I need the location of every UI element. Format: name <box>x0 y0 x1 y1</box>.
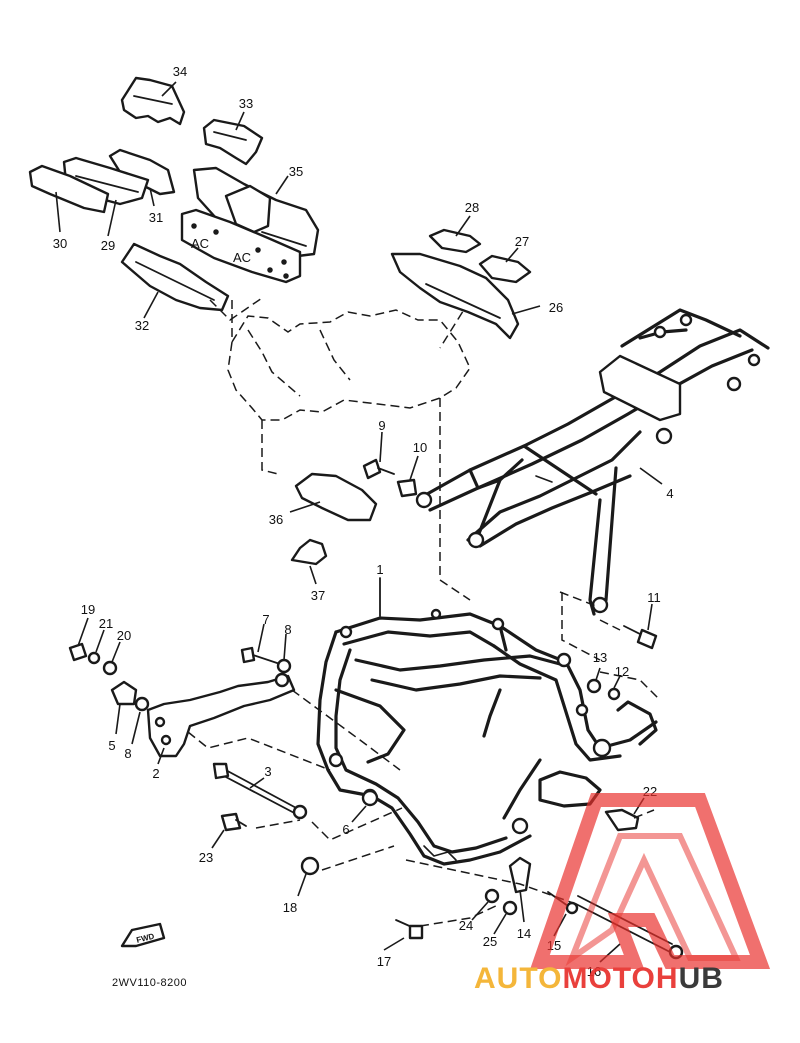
part-7-bolt <box>240 646 281 665</box>
callout-19: 19 <box>81 602 95 617</box>
part-24-nut <box>484 888 500 904</box>
callout-8-upper: 8 <box>284 622 291 637</box>
part-18-collar <box>300 856 320 876</box>
part-14-bracket <box>508 856 532 894</box>
part-3-bolt <box>212 762 308 820</box>
callout-32: 32 <box>135 318 149 333</box>
part-32-guard <box>120 242 230 312</box>
watermark-logo: AUTOMOTOHUB <box>474 793 771 995</box>
part-37-clip <box>290 538 328 566</box>
callout-29: 29 <box>101 238 115 253</box>
part-13-nut <box>586 678 602 694</box>
part-19-nut <box>68 642 88 662</box>
fwd-indicator: FWD <box>120 922 166 948</box>
callout-34: 34 <box>173 64 187 79</box>
part-26-cover <box>390 252 520 340</box>
callout-14: 14 <box>517 926 531 941</box>
callout-25: 25 <box>483 934 497 949</box>
part-36-plate-ac: AC AC <box>180 208 302 284</box>
watermark-text: AUTOMOTOHUB <box>474 962 724 995</box>
callout-21: 21 <box>99 616 113 631</box>
callout-30: 30 <box>53 236 67 251</box>
callout-18: 18 <box>283 900 297 915</box>
callout-23: 23 <box>199 850 213 865</box>
callout-31: 31 <box>149 210 163 225</box>
callout-9: 9 <box>378 418 385 433</box>
callout-labels: 34 33 35 31 30 29 32 28 27 26 9 10 4 36 … <box>53 64 674 979</box>
callout-20: 20 <box>117 628 131 643</box>
callout-24: 24 <box>459 918 473 933</box>
callout-26: 26 <box>549 300 563 315</box>
part-5-collar <box>110 680 138 706</box>
callout-6: 6 <box>342 822 349 837</box>
callout-27: 27 <box>515 234 529 249</box>
part-10-nut <box>396 478 418 498</box>
engine-outline <box>227 299 471 601</box>
part-20-washer <box>102 660 118 676</box>
part-27-gasket <box>478 254 532 284</box>
callout-12: 12 <box>615 664 629 679</box>
callout-17: 17 <box>377 954 391 969</box>
fwd-label: FWD <box>135 932 155 945</box>
part-34-guard <box>120 76 186 126</box>
part-28-gasket <box>428 228 482 254</box>
part-17-bolt <box>395 919 424 940</box>
callout-13: 13 <box>593 650 607 665</box>
callout-1: 1 <box>376 562 383 577</box>
leader-lines <box>55 81 663 963</box>
part-4-rear-frame <box>415 308 770 616</box>
part-marking: AC <box>233 250 251 265</box>
part-2-bracket <box>146 672 296 758</box>
callout-8-lower: 8 <box>124 746 131 761</box>
part-23-bolt <box>220 812 247 832</box>
part-25-washer <box>502 900 518 916</box>
callout-35: 35 <box>289 164 303 179</box>
part-33-guard <box>202 118 264 166</box>
part-9-bolt <box>362 458 395 480</box>
part-6-collar <box>361 789 379 807</box>
callout-36: 36 <box>269 512 283 527</box>
callout-37: 37 <box>311 588 325 603</box>
part-12-washer <box>607 687 621 701</box>
callout-33: 33 <box>239 96 253 111</box>
part-21-washer <box>87 651 101 665</box>
part-36-cover <box>294 472 378 522</box>
callout-10: 10 <box>413 440 427 455</box>
part-8-collar-upper <box>276 658 292 674</box>
part-35-cover <box>192 166 320 258</box>
callout-28: 28 <box>465 200 479 215</box>
part-30-guard <box>28 164 110 214</box>
part-22-collar <box>604 808 640 832</box>
part-11-bolt <box>623 625 658 650</box>
callout-5: 5 <box>108 738 115 753</box>
watermark-triangle-inner <box>565 833 741 967</box>
callout-7: 7 <box>262 612 269 627</box>
callout-11: 11 <box>647 590 661 605</box>
diagram-code: 2WV110-8200 <box>112 977 187 989</box>
callout-3: 3 <box>264 764 271 779</box>
part-marking: AC <box>191 236 209 251</box>
callout-4: 4 <box>666 486 673 501</box>
part-8-collar-lower <box>134 696 150 712</box>
callout-2: 2 <box>152 766 159 781</box>
part-1-main-frame <box>316 577 658 866</box>
